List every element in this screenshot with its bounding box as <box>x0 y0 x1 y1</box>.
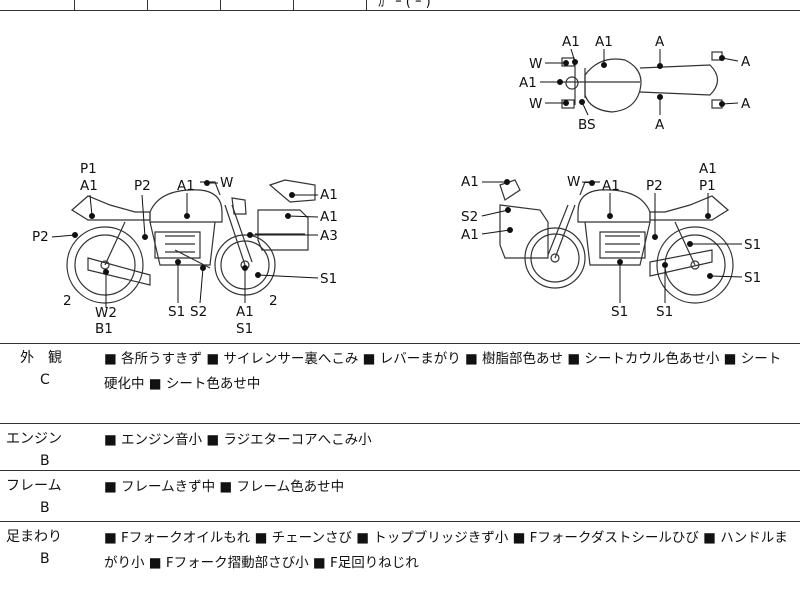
damage-diagram: P1 A1 P2 A1 W A1 A1 A3 P2 S1 2 W2 B1 S1 … <box>0 10 800 344</box>
diagram-label: P2 <box>32 229 49 245</box>
section-row: フレーム B ■ フレームきず中 ■ フレーム色あせ中 <box>0 471 800 522</box>
diagram-label: BS <box>578 117 596 133</box>
diagram-label: S2 <box>190 304 207 320</box>
diagram-label: S1 <box>744 270 761 286</box>
diagram-label: 2 <box>63 293 72 309</box>
strip-fragment: ｶﾞ ｰ ( ｰ ) <box>378 0 431 10</box>
diagram-label: A1 <box>699 161 717 177</box>
section-text: ■ 各所うすきず ■ サイレンサー裏へこみ ■ レバーまがり ■ 樹脂部色あせ … <box>104 351 782 392</box>
strip-cell <box>293 0 367 10</box>
section-grade: B <box>40 453 50 469</box>
diagram-label: B1 <box>95 321 113 337</box>
section-text: ■ エンジン音小 ■ ラジエターコアへこみ小 <box>104 432 372 448</box>
diagram-label: S1 <box>611 304 628 320</box>
diagram-label: A <box>741 54 751 70</box>
diagram-label: W2 <box>95 305 117 321</box>
section-head: フレーム B <box>6 475 86 519</box>
strip-cell <box>0 0 75 10</box>
diagram-label: A1 <box>80 178 98 194</box>
section-name: フレーム <box>6 478 62 494</box>
diagram-label: W <box>567 174 580 190</box>
diagram-label: S1 <box>236 321 253 337</box>
diagram-label: P2 <box>646 178 663 194</box>
diagram-label: 2 <box>269 293 278 309</box>
diagram-label: S1 <box>168 304 185 320</box>
strip-cell <box>147 0 221 10</box>
diagram-label: P1 <box>80 161 97 177</box>
diagram-label: A1 <box>461 174 479 190</box>
diagram-label: A3 <box>320 228 338 244</box>
diagram-label: A1 <box>595 34 613 50</box>
top-table-strip: ｶﾞ ｰ ( ｰ ) <box>0 0 800 11</box>
diagram-label: A1 <box>519 75 537 91</box>
motorcycle-diagram: P1 A1 P2 A1 W A1 A1 A3 P2 S1 2 W2 B1 S1 … <box>32 34 761 337</box>
diagram-label: A <box>655 117 665 133</box>
diagram-label: S1 <box>320 271 337 287</box>
diagram-label: P2 <box>134 178 151 194</box>
diagram-label: A1 <box>236 304 254 320</box>
section-grade: C <box>40 372 50 388</box>
diagram-label: A1 <box>461 227 479 243</box>
diagram-label: P1 <box>699 178 716 194</box>
strip-cell <box>74 0 148 10</box>
diagram-label: A1 <box>177 178 195 194</box>
section-name: エンジン <box>6 431 62 447</box>
diagram-label: A1 <box>562 34 580 50</box>
section-row: 足まわり B ■ Fフォークオイルもれ ■ チェーンさび ■ トップブリッジきず… <box>0 522 800 600</box>
diagram-label: A1 <box>602 178 620 194</box>
section-grade: B <box>40 500 50 516</box>
diagram-label: S1 <box>744 237 761 253</box>
section-head: 外 観 C <box>6 347 86 391</box>
section-text: ■ フレームきず中 ■ フレーム色あせ中 <box>104 479 345 495</box>
section-head: 足まわり B <box>6 526 86 570</box>
diagram-label: W <box>529 56 542 72</box>
diagram-label: W <box>529 96 542 112</box>
diagram-label: W <box>220 175 233 191</box>
section-name: 外 観 <box>20 350 62 366</box>
section-grade: B <box>40 551 50 567</box>
diagram-label: A <box>655 34 665 50</box>
section-name: 足まわり <box>6 529 62 545</box>
section-head: エンジン B <box>6 428 86 472</box>
diagram-label: S2 <box>461 209 478 225</box>
section-text: ■ Fフォークオイルもれ ■ チェーンさび ■ トップブリッジきず小 ■ Fフォ… <box>104 530 788 571</box>
diagram-label: A1 <box>320 209 338 225</box>
section-row: エンジン B ■ エンジン音小 ■ ラジエターコアへこみ小 <box>0 424 800 471</box>
strip-cell <box>220 0 294 10</box>
section-row: 外 観 C ■ 各所うすきず ■ サイレンサー裏へこみ ■ レバーまがり ■ 樹… <box>0 343 800 424</box>
diagram-label: A <box>741 96 751 112</box>
diagram-label: A1 <box>320 187 338 203</box>
diagram-label: S1 <box>656 304 673 320</box>
